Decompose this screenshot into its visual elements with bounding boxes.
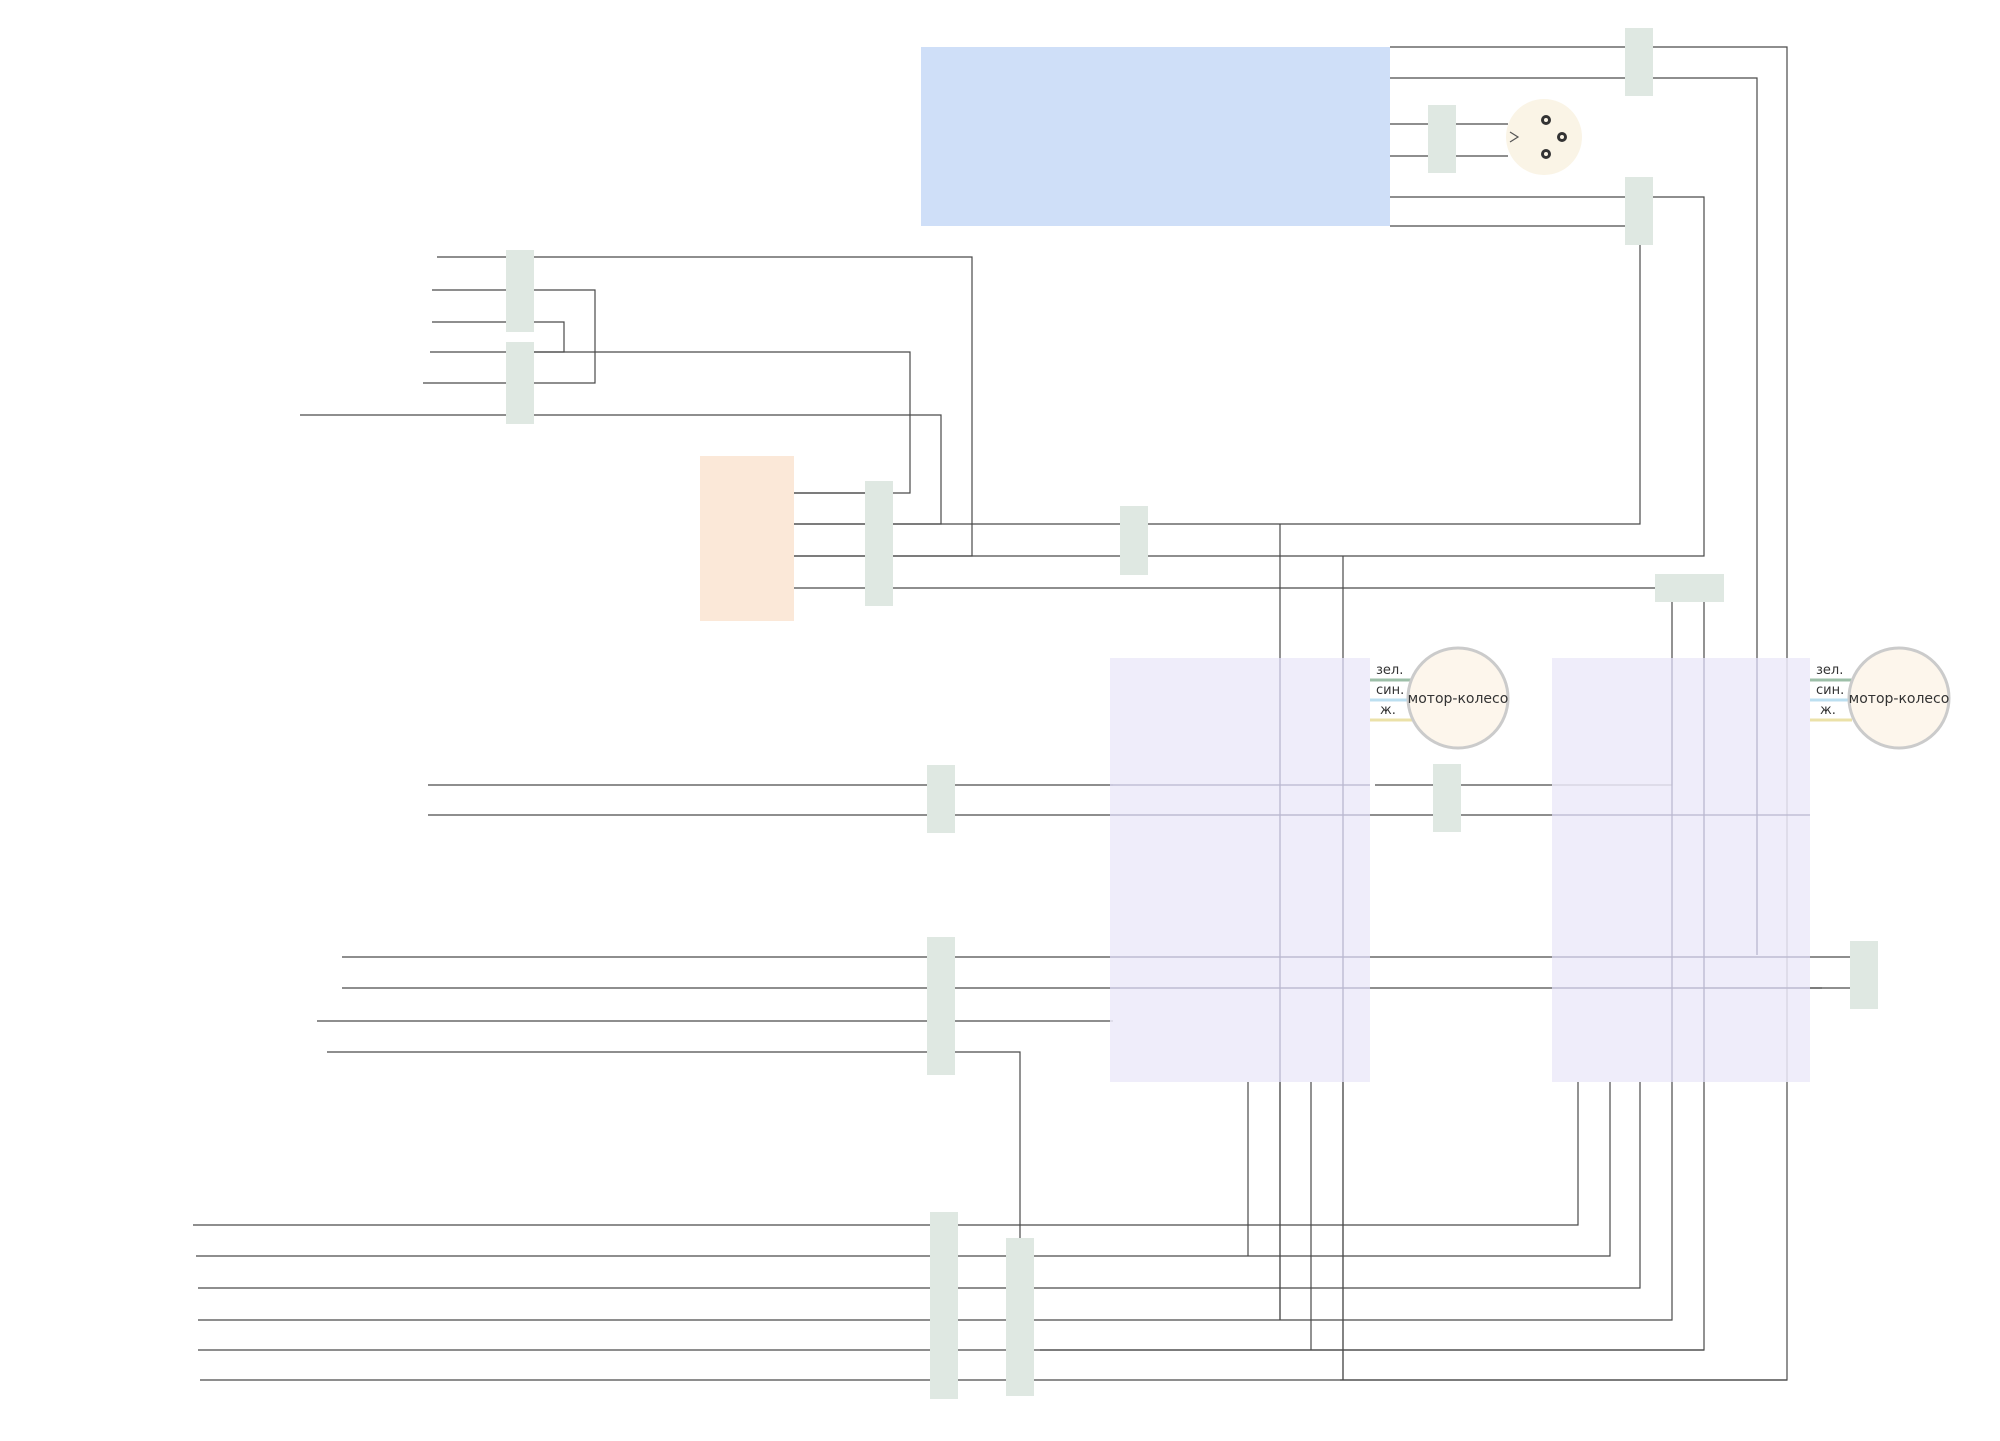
phase-label: ж. <box>1820 703 1836 718</box>
connector-bottom-2 <box>1006 1238 1034 1396</box>
motor-label: мотор-колесо <box>1849 691 1950 707</box>
connector-left-upper-2 <box>506 342 534 424</box>
controller-overlay-wires <box>1110 658 1810 1082</box>
wire-bus-4 <box>198 1082 1673 1321</box>
connector-battery-top <box>1625 28 1653 96</box>
connector-ctrl2-top <box>1655 574 1724 602</box>
motor-wheel-right: зел. син. ж. мотор-колесо <box>1810 646 1951 750</box>
controller-block-right <box>1552 658 1810 1082</box>
phase-label: син. <box>1376 683 1404 698</box>
orange-module-block <box>700 456 794 621</box>
connectors <box>506 28 1878 1399</box>
connector-bottom-1 <box>930 1212 958 1399</box>
connector-mid-bus <box>1120 506 1148 575</box>
connector-mid-left <box>927 765 955 833</box>
phase-label: син. <box>1816 683 1844 698</box>
wire-left-3 <box>432 321 565 353</box>
wire-battery-4 <box>1280 225 1641 525</box>
three-pin-power-socket-icon <box>1506 99 1582 175</box>
motor-circle <box>1847 646 1951 750</box>
wire-left-5 <box>300 414 942 525</box>
wire-bus-3 <box>198 1082 1641 1289</box>
connector-low-left <box>927 937 955 1075</box>
phase-label: ж. <box>1380 703 1396 718</box>
phase-label: зел. <box>1816 663 1843 678</box>
connector-left-upper-1 <box>506 250 534 332</box>
motor-wheel-left: зел. син. ж. мотор-колесо <box>1370 646 1510 750</box>
connector-orange-out <box>865 481 893 606</box>
connector-battery-bottom <box>1625 177 1653 245</box>
controller-block-left <box>1110 658 1370 1082</box>
motor-circle <box>1406 646 1510 750</box>
motor-label: мотор-колесо <box>1408 691 1509 707</box>
wire-bus-1 <box>193 1082 1579 1226</box>
wire-bus-2 <box>196 1082 1611 1257</box>
connector-between-ctrl <box>1433 764 1461 832</box>
connector-battery-socket <box>1428 105 1456 173</box>
connector-right-edge <box>1850 941 1878 1009</box>
wire-left-4 <box>430 351 911 494</box>
battery-block <box>921 47 1390 226</box>
wire-low-4 <box>327 1051 1021 1385</box>
wire-battery-3 <box>1343 196 1705 557</box>
phase-label: зел. <box>1376 663 1403 678</box>
